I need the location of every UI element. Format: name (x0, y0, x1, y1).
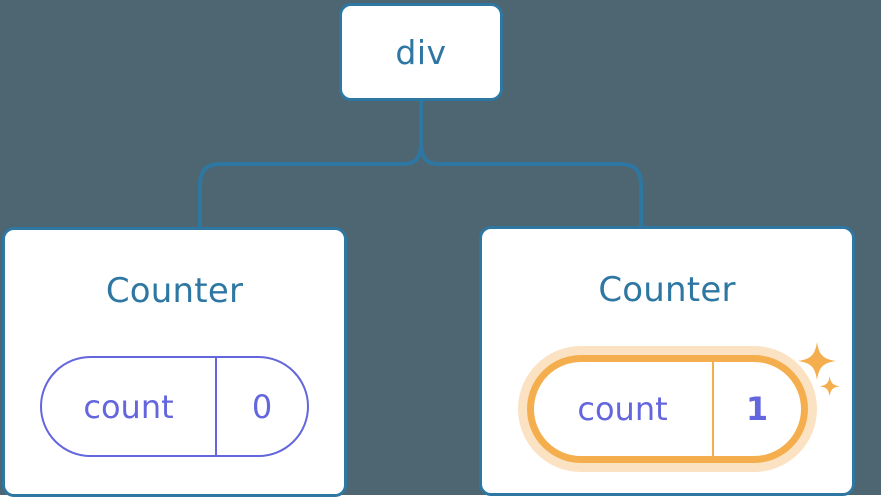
node-counter-left[interactable]: Counter count 0 (2, 227, 347, 497)
node-counter-left-title: Counter (105, 271, 244, 311)
sparkle-small-icon (819, 376, 840, 397)
sparkle-large-icon (797, 342, 836, 380)
node-div-title: div (395, 32, 447, 72)
sparkle-group (797, 342, 840, 397)
state-pill-left-value-cell: 0 (217, 358, 307, 455)
node-counter-right[interactable]: Counter count 1 (479, 226, 855, 496)
state-pill-right-value-cell: 1 (714, 362, 801, 456)
state-pill-left[interactable]: count 0 (40, 356, 309, 457)
state-pill-right-key-cell: count (534, 362, 714, 456)
state-pill-right-value: 1 (745, 390, 769, 428)
connector-to-right-child (419, 141, 643, 226)
state-pill-right-key: count (577, 390, 668, 428)
state-pill-left-key: count (83, 387, 174, 426)
state-pill-wrap-left: count 0 (5, 356, 344, 457)
node-div[interactable]: div (339, 3, 503, 101)
state-pill-left-value: 0 (251, 387, 273, 426)
state-pill-left-key-cell: count (42, 358, 217, 455)
node-counter-right-title: Counter (598, 270, 736, 310)
state-pill-right[interactable]: count 1 (526, 342, 840, 463)
connector-to-left-child (198, 141, 423, 227)
state-pill-wrap-right: count 1 (482, 342, 852, 463)
